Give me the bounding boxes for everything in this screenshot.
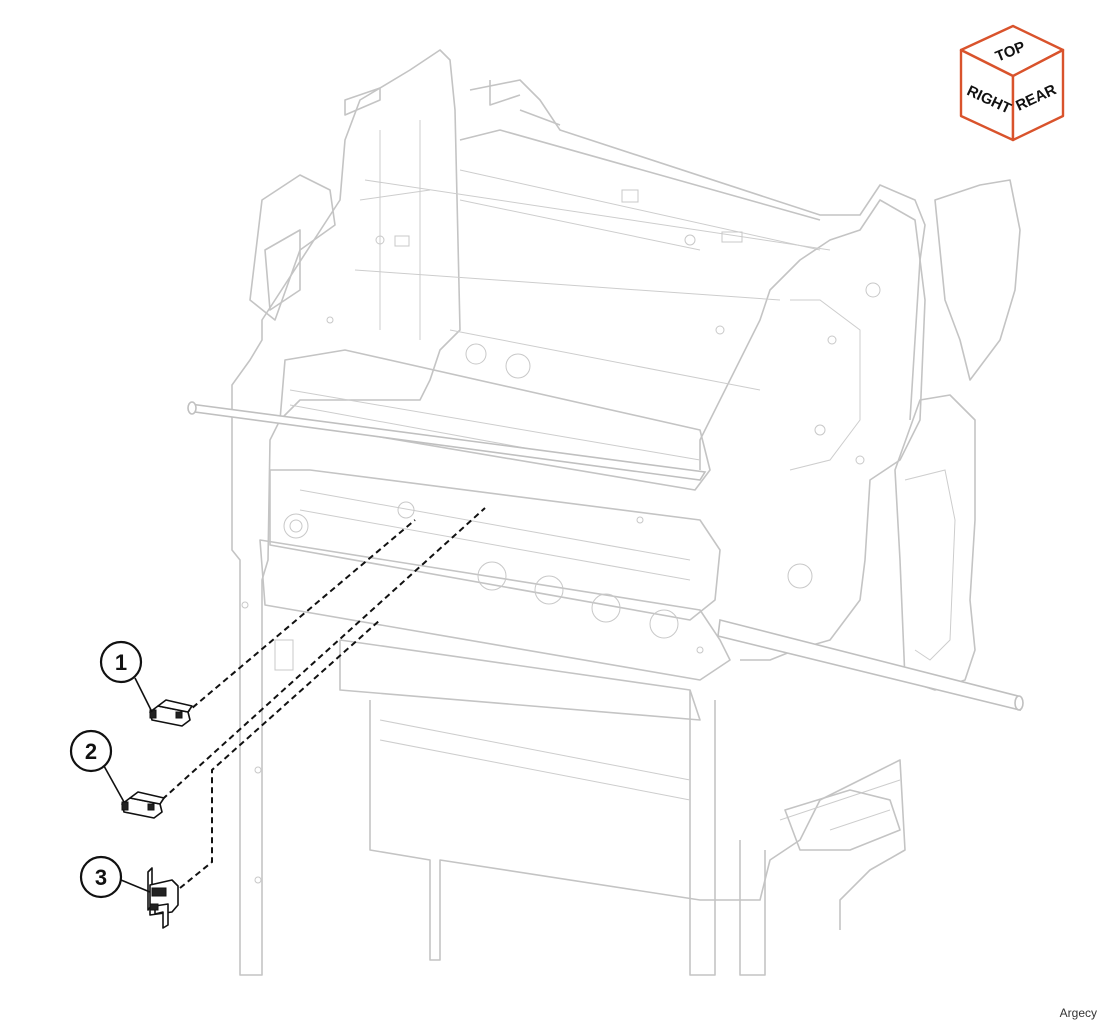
callout-number: 3 xyxy=(95,865,107,890)
callout-2: 2 xyxy=(69,729,125,803)
callout-number: 2 xyxy=(85,739,97,764)
callout-1: 1 xyxy=(99,640,153,713)
printer-frame-assembly xyxy=(187,49,1024,976)
orientation-cube: TOP RIGHT REAR xyxy=(959,24,1065,142)
sensor-part-1[interactable] xyxy=(149,699,193,727)
cube-rear-face xyxy=(1011,48,1065,142)
leader-line-2 xyxy=(154,507,486,807)
watermark: Argecy xyxy=(1059,1006,1097,1020)
leader-line-3 xyxy=(179,619,381,889)
sensor-part-2[interactable] xyxy=(121,791,165,819)
bracket-sensor-part-3[interactable] xyxy=(147,867,179,929)
leader-line-1 xyxy=(184,519,416,715)
callout-number: 1 xyxy=(115,650,127,675)
leader-lines xyxy=(154,507,486,889)
callout-3: 3 xyxy=(79,855,151,899)
